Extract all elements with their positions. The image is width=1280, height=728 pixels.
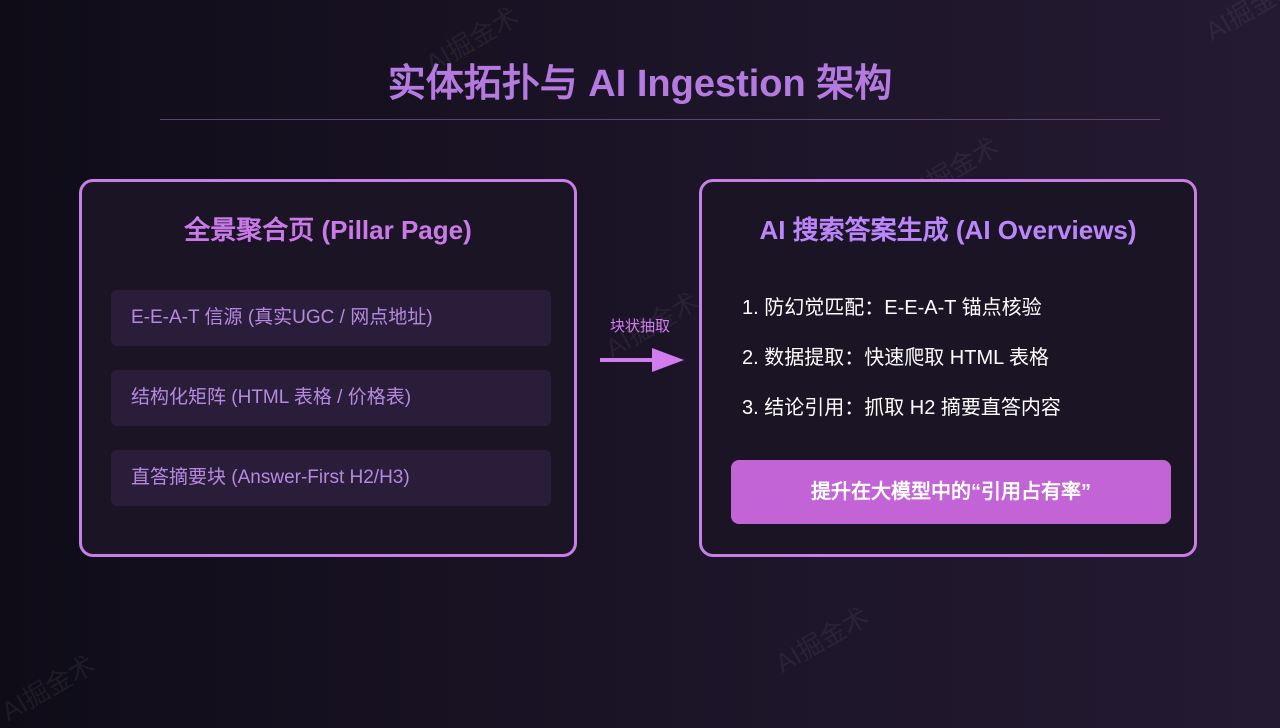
title-divider [160, 119, 1160, 120]
watermark: AI掘金术 [1200, 0, 1280, 47]
step-item: 1. 防幻觉匹配：E-E-A-T 锚点核验 [742, 297, 1042, 319]
step-item: 2. 数据提取：快速爬取 HTML 表格 [742, 347, 1050, 369]
watermark: AI掘金术 [770, 601, 874, 679]
list-item: E-E-A-T 信源 (真实UGC / 网点地址) [111, 290, 551, 346]
ai-overviews-title: AI 搜索答案生成 (AI Overviews) [759, 215, 1137, 245]
arrow-right-icon [600, 348, 684, 372]
watermark: AI掘金术 [0, 649, 100, 727]
pillar-page-title: 全景聚合页 (Pillar Page) [184, 215, 472, 245]
pillar-page-card: 全景聚合页 (Pillar Page) E-E-A-T 信源 (真实UGC / … [79, 179, 577, 557]
list-item: 结构化矩阵 (HTML 表格 / 价格表) [111, 370, 551, 426]
arrow-label: 块状抽取 [609, 318, 670, 335]
ai-overviews-card: AI 搜索答案生成 (AI Overviews) 1. 防幻觉匹配：E-E-A-… [699, 179, 1197, 557]
citation-share-banner: 提升在大模型中的“引用占有率” [731, 460, 1171, 524]
step-item: 3. 结论引用：抓取 H2 摘要直答内容 [742, 397, 1061, 419]
page-title: 实体拓扑与 AI Ingestion 架构 [387, 63, 893, 105]
list-item: 直答摘要块 (Answer-First H2/H3) [111, 450, 551, 506]
